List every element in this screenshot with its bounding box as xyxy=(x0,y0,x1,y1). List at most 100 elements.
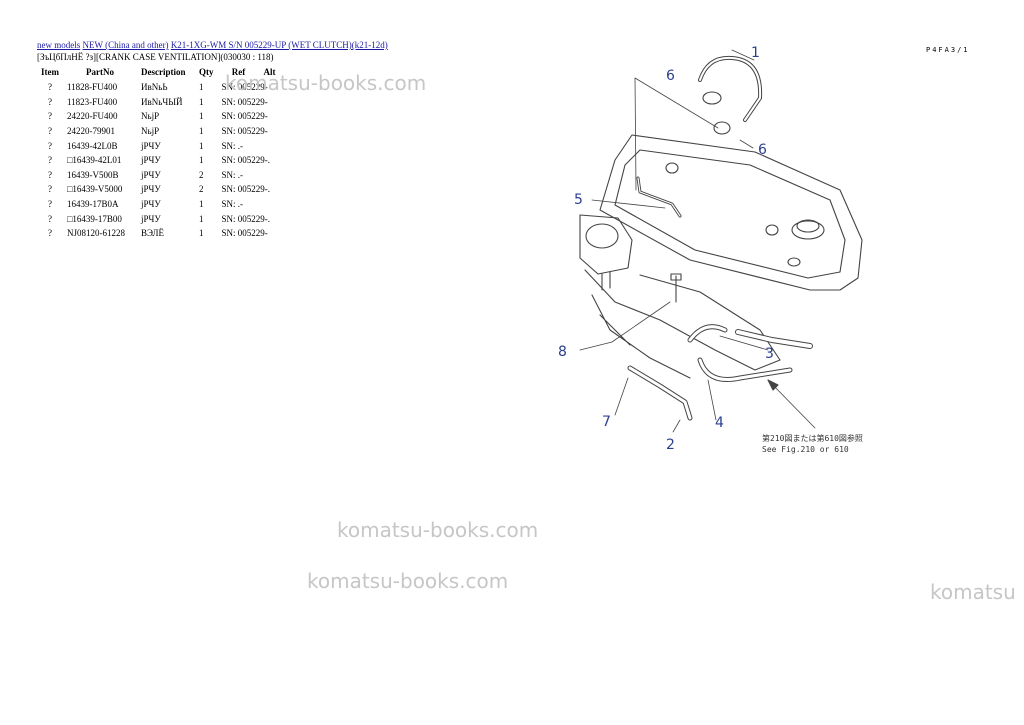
row-description: jРЧУ xyxy=(141,155,161,166)
row-qty: 1 xyxy=(199,140,204,151)
row-description: jРЧУ xyxy=(141,169,161,180)
table-row: ? 16439-17B0A jРЧУ 1 SN: .- xyxy=(37,197,280,212)
row-item: ? xyxy=(48,96,52,107)
crank-case-ventilation-diagram: 1 2 3 4 5 6 6 7 8 第210図または第610図参照 See Fi… xyxy=(558,45,863,454)
table-row: ? 24220-79901 NьjP 1 SN: 005229- xyxy=(37,124,280,139)
row-description: ИвNьЬ xyxy=(141,82,168,93)
callout-7: 7 xyxy=(602,414,611,430)
row-ref: SN: 005229- xyxy=(221,111,268,122)
row-partno: NJ08120-61228 xyxy=(67,228,125,239)
header-item: Item xyxy=(41,67,59,77)
watermark: komatsu xyxy=(930,580,1016,604)
row-description: jРЧУ xyxy=(141,140,161,151)
row-ref: SN: 005229-. xyxy=(221,184,271,195)
table-row: ? 16439-42L0B jРЧУ 1 SN: .- xyxy=(37,138,280,153)
row-qty: 1 xyxy=(199,199,204,210)
row-description: jРЧУ xyxy=(141,184,161,195)
table-row: ? 24220-FU400 NьjP 1 SN: 005229- xyxy=(37,109,280,124)
row-item: ? xyxy=(48,82,52,93)
row-ref: SN: .- xyxy=(221,169,244,180)
row-ref: SN: .- xyxy=(221,140,244,151)
cover-bolt xyxy=(787,257,801,267)
parts-table-header: Item PartNo Description Qty Ref Alt xyxy=(37,66,280,80)
header-ref: Ref xyxy=(231,67,246,77)
table-row: ? □16439-42L01 jРЧУ 1 SN: 005229-. xyxy=(37,153,280,168)
row-description: jРЧУ xyxy=(141,199,161,210)
callout-1: 1 xyxy=(751,45,760,61)
oil-filler-cap xyxy=(791,220,825,240)
callout-8: 8 xyxy=(558,344,567,360)
callout-5: 5 xyxy=(574,192,583,208)
row-qty: 2 xyxy=(199,184,204,195)
row-ref: SN: 005229- xyxy=(221,228,268,239)
row-item: ? xyxy=(48,169,52,180)
row-ref: SN: 005229- xyxy=(221,82,268,93)
row-partno: 24220-FU400 xyxy=(67,111,118,122)
table-row: ? □16439-17B00 jРЧУ 1 SN: 005229-. xyxy=(37,211,280,226)
watermark: komatsu-books.com xyxy=(225,71,427,95)
bolt-8 xyxy=(670,273,682,303)
row-description: NьjP xyxy=(141,126,160,137)
row-partno: 16439-V500B xyxy=(67,169,119,180)
row-item: ? xyxy=(48,213,52,224)
valve-cover-inner xyxy=(614,149,846,279)
header-alt: Alt xyxy=(263,67,276,77)
callout-6-lower: 6 xyxy=(758,142,767,158)
watermark: komatsu-books.com xyxy=(307,569,509,593)
reference-note-jp: 第210図または第610図参照 xyxy=(762,433,863,443)
row-partno: 16439-42L0B xyxy=(67,140,118,151)
table-row: ? 11828-FU400 ИвNьЬ 1 SN: 005229- xyxy=(37,80,280,95)
breadcrumb-link-model[interactable]: K21-1XG-WM S/N 005229-UP (WET CLUTCH)(k2… xyxy=(170,40,388,50)
row-ref: SN: 005229-. xyxy=(221,213,271,224)
row-ref: SN: 005229- xyxy=(221,96,268,107)
reference-note-en: See Fig.210 or 610 xyxy=(762,445,849,454)
row-item: ? xyxy=(48,155,52,166)
row-item: ? xyxy=(48,199,52,210)
row-item: ? xyxy=(48,140,52,151)
row-qty: 1 xyxy=(199,213,204,224)
table-row: ? NJ08120-61228 ВЭЛЁ 1 SN: 005229- xyxy=(37,226,280,241)
cover-bolt xyxy=(665,162,679,174)
row-partno: 11823-FU400 xyxy=(67,96,118,107)
callout-4: 4 xyxy=(715,415,724,431)
table-row: ? 16439-V500B jРЧУ 2 SN: .- xyxy=(37,168,280,183)
valve-cover-outline xyxy=(599,134,863,291)
row-item: ? xyxy=(48,228,52,239)
breadcrumb-link-new-china[interactable]: NEW (China and other) xyxy=(82,40,169,50)
row-item: ? xyxy=(48,111,52,122)
row-ref: SN: 005229-. xyxy=(221,155,271,166)
breadcrumb-link-new-models[interactable]: new models xyxy=(37,40,81,50)
row-description: jРЧУ xyxy=(141,213,161,224)
callout-6-upper: 6 xyxy=(666,68,675,84)
clamp-6-lower xyxy=(713,121,731,135)
row-description: ИвNьЧЫЙ xyxy=(141,96,183,107)
row-description: NьjP xyxy=(141,111,160,122)
row-description: ВЭЛЁ xyxy=(141,228,164,239)
breadcrumb: new models NEW (China and other) K21-1XG… xyxy=(37,40,388,50)
row-partno: 11828-FU400 xyxy=(67,82,118,93)
row-item: ? xyxy=(48,184,52,195)
row-qty: 1 xyxy=(199,111,204,122)
row-partno: □16439-V5000 xyxy=(67,184,123,195)
cover-bolt xyxy=(765,224,779,236)
parts-table: Item PartNo Description Qty Ref Alt ? 11… xyxy=(37,66,280,241)
row-ref: SN: .- xyxy=(221,199,244,210)
row-ref: SN: 005229- xyxy=(221,126,268,137)
page-subtitle: [ЗъЦбПлНЁ ?з][CRANK CASE VENTILATION](03… xyxy=(37,52,274,62)
row-qty: 1 xyxy=(199,155,204,166)
row-item: ? xyxy=(48,126,52,137)
pipe-5 xyxy=(636,176,682,218)
row-partno: □16439-42L01 xyxy=(67,155,122,166)
header-description: Description xyxy=(141,67,186,77)
header-partno: PartNo xyxy=(86,67,114,77)
table-row: ? □16439-V5000 jРЧУ 2 SN: 005229-. xyxy=(37,182,280,197)
callout-3: 3 xyxy=(765,346,774,362)
row-qty: 1 xyxy=(199,126,204,137)
callout-2: 2 xyxy=(666,437,675,453)
manifold xyxy=(584,269,781,371)
row-partno: □16439-17B00 xyxy=(67,213,122,224)
clamp-6-upper xyxy=(702,91,722,105)
page-code: P4FA3/1 xyxy=(926,46,970,54)
row-qty: 1 xyxy=(199,96,204,107)
row-qty: 2 xyxy=(199,169,204,180)
